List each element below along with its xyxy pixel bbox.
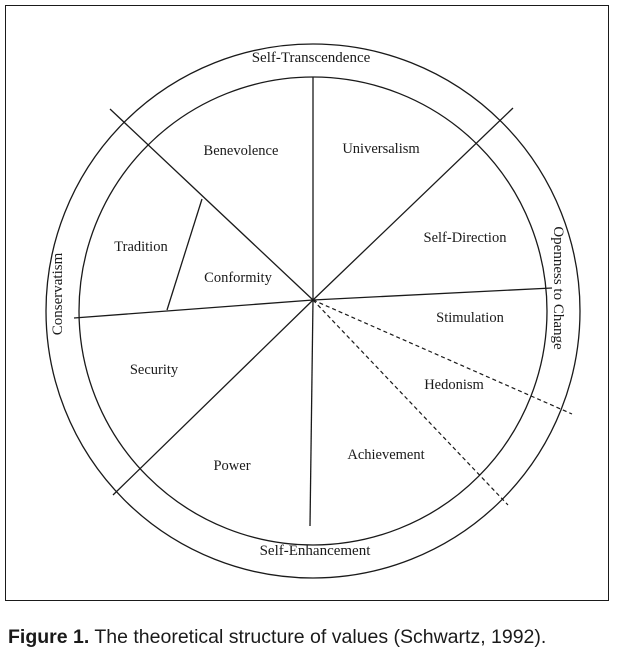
value-label-self-direction: Self-Direction [424,230,508,246]
divider-conservatism-transcendence [109,108,314,301]
dimension-label-top: Self-Transcendence [252,50,371,66]
dimension-label-right: Openness to Change [550,226,566,350]
value-label-achievement: Achievement [347,447,424,463]
figure-caption: Figure 1. The theoretical structure of v… [8,626,546,649]
divider-conservatism-security [73,299,314,319]
dashed-line-stimulation-hedonism [312,299,573,415]
outer-ring [45,43,581,579]
value-label-tradition: Tradition [114,239,168,255]
divider-universalism-selfdirection [312,107,514,301]
value-label-power: Power [213,458,250,474]
value-label-hedonism: Hedonism [424,377,484,393]
dashed-line-hedonism-achievement [312,299,509,506]
figure-frame [5,5,609,601]
value-label-security: Security [130,362,179,378]
divider-enhancement-conservatism [112,299,314,496]
divider-openness-boundary [312,287,553,301]
value-label-benevolence: Benevolence [204,143,279,159]
divider-tradition-conformity [166,198,203,311]
value-label-stimulation: Stimulation [436,310,504,326]
value-label-conformity: Conformity [204,270,272,286]
dimension-label-bottom: Self-Enhancement [260,543,372,559]
divider-power-achievement [309,299,314,527]
value-label-universalism: Universalism [342,141,420,157]
dimension-label-left: Conservatism [50,252,66,335]
values-circle-diagram: Self-Transcendence Self-Enhancement Open… [45,43,581,579]
caption-label: Figure 1. [8,626,90,648]
caption-text: The theoretical structure of values (Sch… [94,626,547,648]
